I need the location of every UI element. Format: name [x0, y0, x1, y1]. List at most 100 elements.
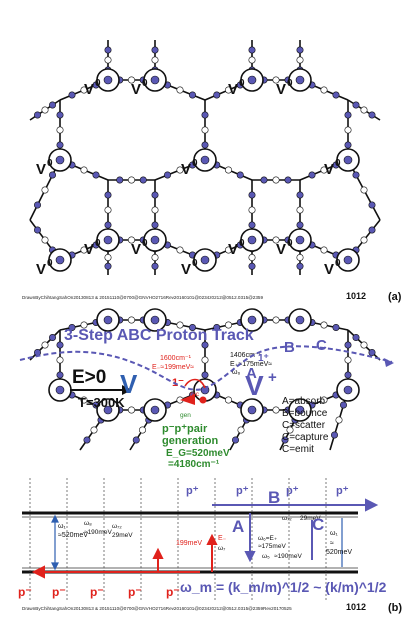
track-title: 3-Step ABC Proton Track: [64, 327, 254, 344]
bond-site: [104, 206, 112, 214]
panel-a: (a): [388, 291, 402, 303]
vacancy-core: [103, 315, 113, 325]
vacancy-core: [200, 155, 210, 165]
v0-label: V: [84, 81, 94, 98]
bond-site: [225, 86, 233, 94]
v0-sup: 0: [95, 238, 101, 249]
bond-site: [332, 91, 340, 99]
legend-2: C=scatter: [282, 420, 326, 431]
vacancy-core: [247, 75, 257, 85]
band-step-B: B: [268, 488, 280, 507]
bond-site: [344, 111, 352, 119]
p-minus-label: p⁻: [128, 585, 142, 599]
bond-site: [33, 111, 41, 119]
bond-site: [320, 166, 328, 174]
bond-site: [41, 236, 49, 244]
bond-site: [128, 76, 136, 84]
bond-site: [320, 86, 328, 94]
v-plus-sup: +: [268, 369, 277, 386]
bond-site: [56, 126, 64, 134]
bond-site: [151, 254, 159, 262]
bond-site: [272, 236, 280, 244]
bond-site: [83, 436, 91, 444]
bond-site: [139, 176, 147, 184]
e-field: E>0: [72, 367, 106, 388]
bond-site: [320, 396, 328, 404]
band-label-omega6: ω₆=E₊: [258, 535, 278, 542]
bond-site: [68, 323, 76, 331]
bond-site: [104, 221, 112, 229]
vacancy-core: [343, 155, 353, 165]
v0-sup: 0: [95, 78, 101, 89]
bond-site: [176, 321, 184, 329]
legend-0: A=absorb: [282, 396, 326, 407]
p-minus-label: p⁻: [52, 585, 66, 599]
bond-site: [201, 341, 209, 349]
v0-label: V: [181, 161, 191, 178]
vacancy-core: [103, 405, 113, 415]
bond-site: [225, 166, 233, 174]
temperature: T=300K: [78, 395, 125, 410]
bond-site: [248, 56, 256, 64]
bond-site: [41, 106, 49, 114]
bond-site: [48, 101, 56, 109]
bond-site: [176, 246, 184, 254]
v0-label: V: [36, 261, 46, 278]
bond-site: [56, 111, 64, 119]
pair-line-3: E_G=520meV: [166, 448, 230, 459]
legend-3: C=capture: [282, 432, 329, 443]
bond-site: [344, 341, 352, 349]
band-label-eminus: E₋: [218, 535, 227, 542]
bond-site: [116, 176, 124, 184]
proton-labels: p⁻p⁻p⁻p⁻p⁻p⁺p⁺p⁺p⁺: [18, 485, 349, 599]
bond-site: [139, 426, 147, 434]
band-step-A: A: [232, 517, 244, 536]
vacancy-core: [247, 235, 257, 245]
bond-site: [360, 106, 368, 114]
vacancy-core: [55, 155, 65, 165]
bond-site: [248, 46, 256, 54]
band-label-199: 199meV: [176, 540, 202, 547]
one-plus: 1⁺: [258, 353, 269, 364]
bond-site: [330, 431, 338, 439]
v0-sup: 0: [47, 258, 53, 269]
omega-right: ω₆: [232, 369, 240, 376]
bond-site: [41, 341, 49, 349]
bond-site: [151, 46, 159, 54]
v0-label: V: [131, 241, 141, 258]
bond-site: [344, 141, 352, 149]
bond-site: [48, 333, 56, 341]
bond-site: [248, 191, 256, 199]
vacancy-core: [103, 235, 113, 245]
bond-site: [151, 262, 159, 270]
v0-label: V: [228, 81, 238, 98]
bond-site: [128, 406, 136, 414]
bond-site: [320, 321, 328, 329]
vacancy-core: [150, 235, 160, 245]
bond-site: [41, 186, 49, 194]
p-plus-label: p⁺: [336, 485, 349, 497]
fig-number-bottom: 1012: [346, 602, 366, 612]
bond-site: [201, 126, 209, 134]
bond-site: [151, 191, 159, 199]
pair-line-4: =4180cm⁻¹: [168, 459, 220, 470]
bond-site: [344, 126, 352, 134]
bond-site: [272, 176, 280, 184]
bond-site: [104, 46, 112, 54]
bond-site: [248, 254, 256, 262]
v0-sup: 0: [287, 78, 293, 89]
v0-sup: 0: [192, 258, 198, 269]
bond-site: [286, 426, 294, 434]
bond-site: [296, 254, 304, 262]
bond-site: [344, 371, 352, 379]
band-label-190b: ≈190meV: [274, 553, 302, 560]
energy-right: E₊≈175meV≈: [230, 361, 272, 368]
band-label-omega5: ω₅: [262, 553, 270, 560]
v0-label: V: [276, 81, 286, 98]
bond-site: [104, 254, 112, 262]
v0-sup: 0: [335, 258, 341, 269]
vacancy-core: [343, 385, 353, 395]
bond-site: [151, 206, 159, 214]
bond-site: [213, 91, 221, 99]
